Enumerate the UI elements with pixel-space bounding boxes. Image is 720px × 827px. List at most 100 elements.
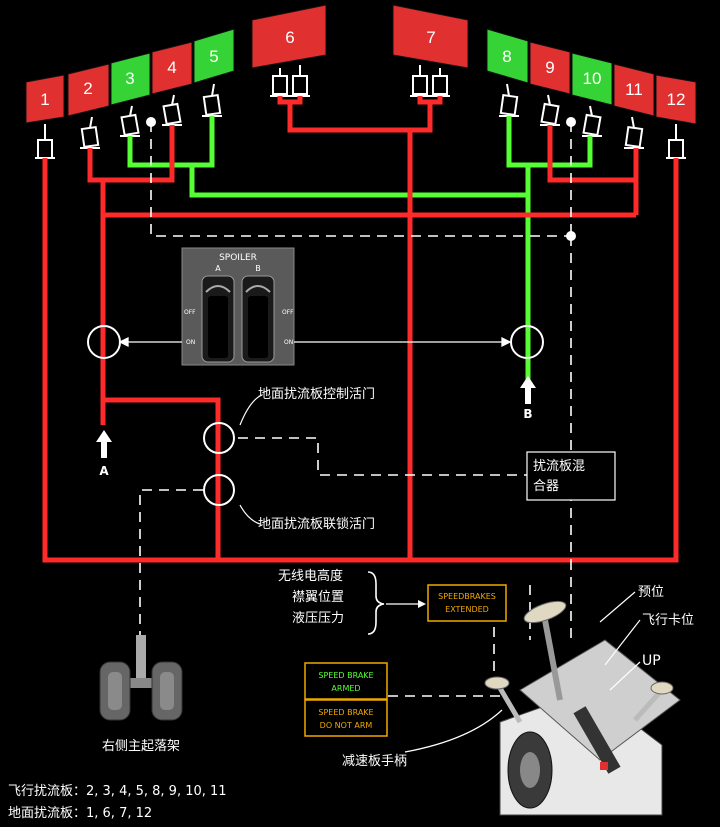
panel-1-label: 1 xyxy=(40,90,49,109)
valves xyxy=(87,325,544,506)
speedbrake-handle[interactable] xyxy=(522,597,569,701)
radio-altitude-label: 无线电高度 xyxy=(278,568,343,584)
spoiler-switch-a-label: A xyxy=(215,264,221,273)
panel-5-shape xyxy=(193,28,235,84)
arm-position-label: 预位 xyxy=(638,585,664,600)
input-a-label: A xyxy=(99,464,109,478)
panel-9-shape xyxy=(529,41,571,95)
spoiler-off-right: OFF xyxy=(282,309,294,316)
landing-gear-label: 右侧主起落架 xyxy=(102,739,180,754)
actuator-4 xyxy=(162,94,182,126)
spoiler-panels: 1 2 3 4 5 6 7 8 xyxy=(25,4,697,125)
actuator-11 xyxy=(624,116,644,149)
flap-position-label: 襟翼位置 xyxy=(292,590,344,605)
spoiler-panel-10: 10 xyxy=(571,52,613,106)
ground-spoiler-control-valve xyxy=(203,422,235,454)
speed-brake-armed-light: SPEED BRAKE ARMED xyxy=(304,662,388,700)
actuators xyxy=(35,65,686,159)
spoiler-off-left: OFF xyxy=(184,309,196,316)
hydraulic-system-a-lines xyxy=(42,96,679,563)
panel-8-shape xyxy=(486,28,529,84)
panel-6-label: 6 xyxy=(285,28,294,47)
spoiler-panel-9: 9 xyxy=(529,41,571,95)
panel-12-label: 12 xyxy=(667,90,686,109)
right-main-landing-gear xyxy=(99,635,183,721)
panel-3-label: 3 xyxy=(125,69,134,88)
speedbrakes-extended-light: SPEEDBRAKES EXTENDED xyxy=(427,584,507,622)
speedbrakes-extended-line1: SPEEDBRAKES xyxy=(438,592,496,601)
spoiler-switch-b-label: B xyxy=(255,264,261,273)
speedbrake-handle-arm[interactable] xyxy=(484,676,523,724)
valve-system-a xyxy=(87,325,121,359)
lever-quadrant-top xyxy=(519,639,681,761)
spoiler-switch-a[interactable] xyxy=(201,275,235,363)
panel-2-label: 2 xyxy=(83,79,92,98)
armed-line1: SPEED BRAKE xyxy=(318,671,373,680)
ground-control-valve-label: 地面扰流板控制活门 xyxy=(258,387,375,402)
input-b-label: B xyxy=(523,407,532,421)
legend-ground-spoilers: 地面扰流板：1, 6, 7, 12 xyxy=(8,806,152,821)
spoiler-panel-body xyxy=(181,247,295,366)
brace-arrow xyxy=(386,600,426,608)
spoiler-panel-1: 1 xyxy=(25,74,65,124)
hydraulic-pressure-label: 液压压力 xyxy=(292,611,344,626)
speedbrake-handle-label: 减速板手柄 xyxy=(342,754,407,769)
actuator-7 xyxy=(410,65,450,97)
flight-detent-label: 飞行卡位 xyxy=(642,613,694,628)
panel-8-label: 8 xyxy=(502,47,511,66)
switch-connectors xyxy=(118,336,512,348)
speedbrakes-extended-line2: EXTENDED xyxy=(445,605,489,614)
ground-interlock-valve-label: 地面扰流板联锁活门 xyxy=(258,516,375,532)
spoiler-panel-title: SPOILER xyxy=(219,253,257,263)
panel-6-shape xyxy=(251,4,327,69)
panel-11-label: 11 xyxy=(625,80,643,99)
spoiler-on-left: ON xyxy=(186,339,195,346)
input-brace xyxy=(367,571,385,635)
input-b-arrow xyxy=(520,376,536,404)
panel-7-shape xyxy=(392,4,469,69)
panel-4-label: 4 xyxy=(167,58,176,77)
spoiler-mixer-box: 扰流板混 合器 xyxy=(526,451,616,501)
speed-brake-do-not-arm-light: SPEED BRAKE DO NOT ARM xyxy=(304,699,388,737)
spoiler-on-right: ON xyxy=(284,339,293,346)
spoiler-panel-5: 5 xyxy=(193,28,235,84)
do-not-arm-line2: DO NOT ARM xyxy=(320,721,373,730)
valve-system-b xyxy=(510,325,544,359)
lever-wheel-hub xyxy=(520,752,540,788)
spoiler-switch-b[interactable] xyxy=(241,275,275,363)
panel-10-label: 10 xyxy=(583,69,602,88)
spoiler-panel-11: 11 xyxy=(613,63,655,117)
valve-callouts xyxy=(239,394,263,525)
panel-11-shape xyxy=(613,63,655,117)
lever-callouts xyxy=(404,591,641,753)
spoiler-switch-panel: SPOILER A B OFF ON OFF ON xyxy=(181,247,295,366)
spoiler-panel-12: 12 xyxy=(655,74,697,125)
panel-10-shape xyxy=(571,52,613,106)
spoiler-panel-3: 3 xyxy=(110,52,151,106)
spoiler-panel-8: 8 xyxy=(486,28,529,84)
legend-flight-spoilers: 飞行扰流板：2, 3, 4, 5, 8, 9, 10, 11 xyxy=(8,784,227,799)
up-label: UP xyxy=(642,653,661,669)
right-lever[interactable] xyxy=(633,681,674,722)
spoiler-panel-7: 7 xyxy=(392,4,469,69)
spoiler-panel-4: 4 xyxy=(151,41,193,95)
panel-2-shape xyxy=(67,63,110,117)
panel-7-label: 7 xyxy=(426,28,435,47)
mixer-label-line1: 扰流板混 xyxy=(533,459,585,474)
control-cables xyxy=(139,122,572,697)
panel-4-shape xyxy=(151,41,193,95)
spoiler-panel-6: 6 xyxy=(251,4,327,69)
actuator-6 xyxy=(270,65,310,97)
do-not-arm-line1: SPEED BRAKE xyxy=(318,708,373,717)
panel-1-shape xyxy=(25,74,65,124)
lever-indicator-red xyxy=(600,762,608,770)
actuator-2 xyxy=(80,116,100,149)
speedbrake-lever-assembly[interactable] xyxy=(484,597,681,816)
mixer-label-line2: 合器 xyxy=(533,479,559,494)
actuator-12 xyxy=(666,124,686,159)
spoiler-panel-2: 2 xyxy=(67,63,110,117)
lever-slot xyxy=(573,706,621,774)
panel-5-label: 5 xyxy=(209,47,218,66)
actuator-5 xyxy=(202,83,222,117)
